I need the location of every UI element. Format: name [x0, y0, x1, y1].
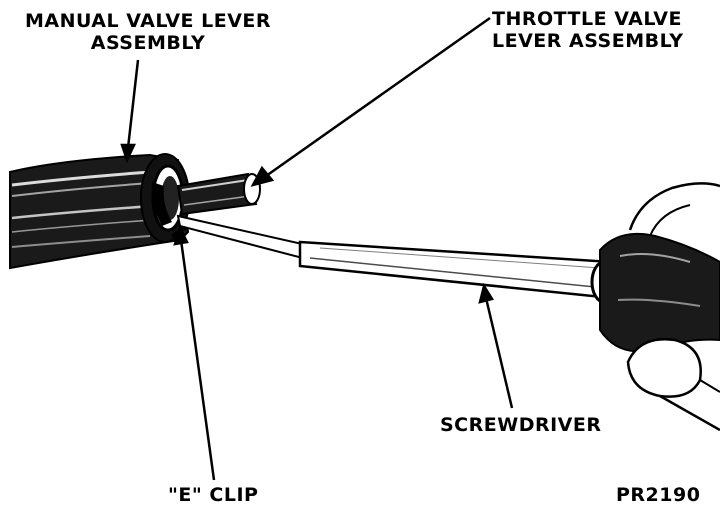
leader-lines: [120, 16, 514, 481]
screwdriver-handle-and-hand: [599, 182, 720, 432]
label-e-clip: "E" CLIP: [168, 484, 259, 506]
label-screwdriver: SCREWDRIVER: [440, 414, 602, 436]
screwdriver: [176, 214, 618, 304]
figure-code: PR2190: [616, 484, 701, 506]
throttle-valve-lever-shaft: [176, 172, 261, 216]
label-throttle-valve-line2: LEVER ASSEMBLY: [492, 30, 684, 52]
label-manual-valve-lever: MANUAL VALVE LEVER ASSEMBLY: [8, 10, 288, 54]
label-throttle-valve-lever: THROTTLE VALVE LEVER ASSEMBLY: [492, 8, 684, 52]
label-manual-valve-lever-line2: ASSEMBLY: [90, 32, 206, 54]
label-throttle-valve-line1: THROTTLE VALVE: [492, 8, 682, 30]
label-manual-valve-lever-line1: MANUAL VALVE LEVER: [24, 10, 272, 32]
